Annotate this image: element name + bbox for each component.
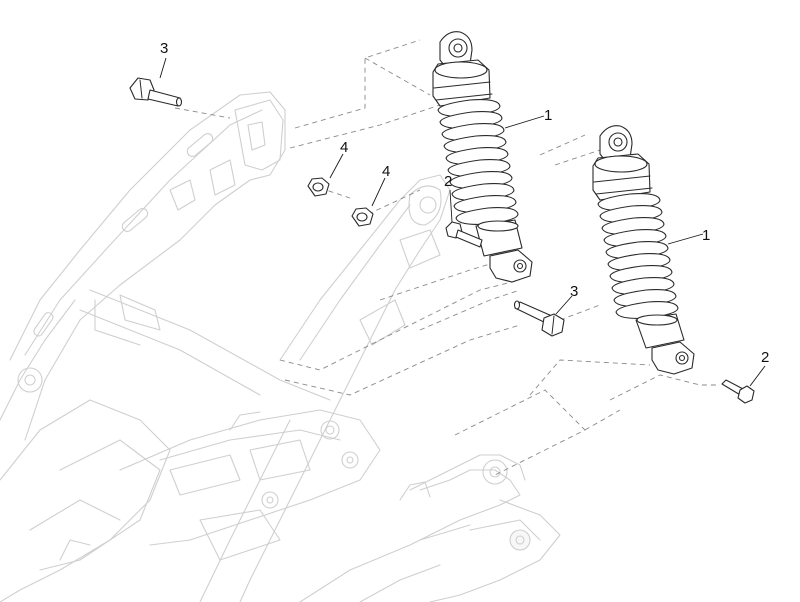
bolt-middle (513, 300, 565, 337)
screw-right (721, 379, 755, 404)
callout-nut-right: 4 (382, 163, 390, 180)
nut-right (351, 207, 374, 227)
screw-left (445, 221, 483, 248)
callout-bolt-top-left: 3 (160, 40, 168, 57)
callout-bolt-middle: 3 (570, 283, 578, 300)
callout-screw-right: 2 (761, 349, 769, 366)
callout-nut-left: 4 (340, 139, 348, 156)
callout-shock-left: 1 (544, 107, 552, 124)
callout-leaders (159, 57, 766, 387)
callout-shock-right: 1 (702, 227, 710, 244)
motorcycle-frame (0, 91, 561, 602)
shock-absorber-left (432, 31, 533, 283)
nut-left (307, 177, 330, 197)
callout-screw-left: 2 (444, 173, 452, 190)
bolt-top-left (129, 77, 183, 107)
callout-labels: 3 4 4 2 1 1 3 2 (160, 40, 769, 366)
shock-absorber-right (592, 125, 695, 375)
